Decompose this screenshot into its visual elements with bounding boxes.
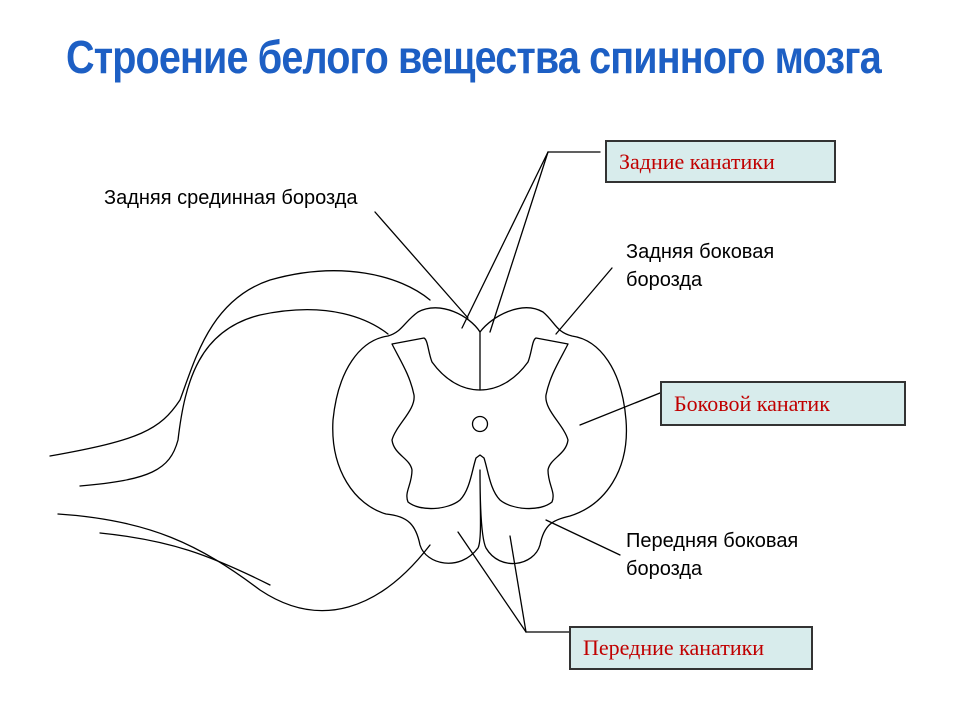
spinal-nerve-inner-contour (79, 309, 389, 487)
leader-lateral-funiculus (579, 392, 661, 426)
callout-lateral-funiculus: Боковой канатик (660, 381, 906, 426)
leader-posterior-lateral (555, 267, 613, 335)
label-anterior-lateral-sulcus-line1: Передняя боковая (626, 530, 799, 552)
spinal-cord-outline (332, 307, 628, 565)
page-title: Строение белого вещества спинного мозга (66, 31, 882, 83)
spinal-nerve-lower-inner (99, 532, 271, 586)
leader-posterior-median (374, 211, 469, 319)
grey-matter (391, 337, 569, 510)
callout-anterior-funiculi: Передние канатики (569, 626, 813, 670)
central-canal (471, 415, 489, 433)
spinal-nerve-lower-contour (57, 513, 431, 612)
label-posterior-median-sulcus: Задняя срединная борозда (104, 187, 358, 209)
callout-posterior-funiculi: Задние канатики (605, 140, 836, 183)
leader-anterior-funiculi-b (509, 535, 527, 633)
leader-anterior-funiculi-a (457, 531, 527, 633)
label-posterior-lateral-sulcus-line2: борозда (626, 269, 703, 291)
spinal-nerve-outer-contour (49, 270, 431, 457)
leader-posterior-funiculi-a (461, 151, 549, 329)
leader-posterior-funiculi-b (489, 151, 549, 333)
leader-anterior-lateral (545, 519, 621, 556)
label-anterior-lateral-sulcus-line2: борозда (626, 558, 703, 580)
label-posterior-lateral-sulcus-line1: Задняя боковая (626, 241, 775, 263)
